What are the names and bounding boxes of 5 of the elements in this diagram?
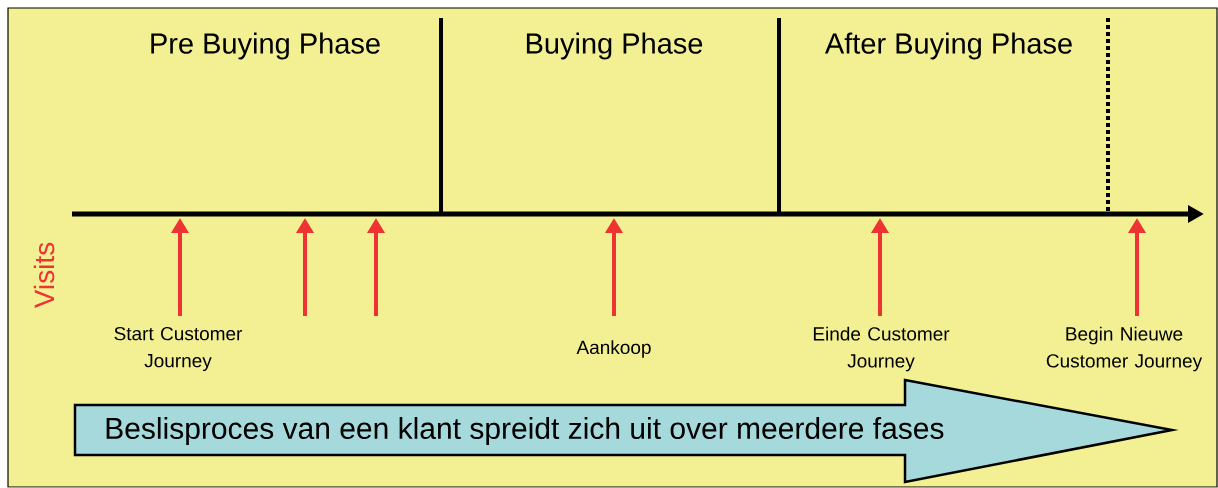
phase-title: After Buying Phase: [824, 32, 1072, 60]
visit-label: Aankoop: [576, 340, 651, 358]
axis-label: Visits: [33, 242, 55, 309]
phase-title: Pre Buying Phase: [151, 32, 380, 60]
phase-title: Buying Phase: [526, 32, 703, 60]
